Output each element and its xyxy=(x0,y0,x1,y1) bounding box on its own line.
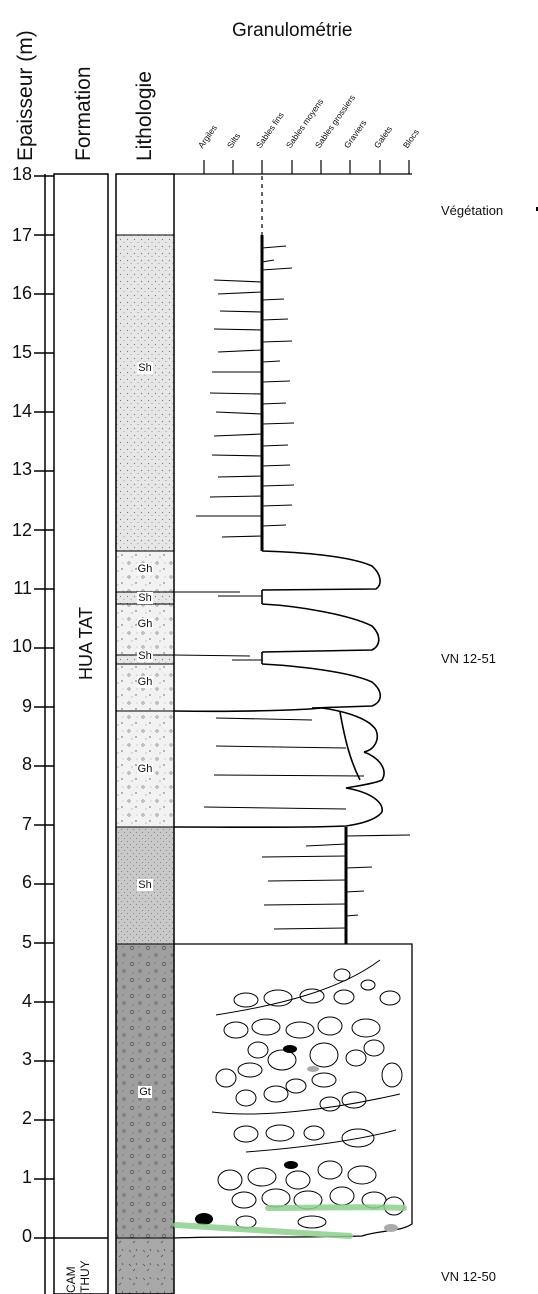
depth-label-15: 15 xyxy=(11,342,32,362)
depth-label-6: 6 xyxy=(21,872,32,892)
lithology-label-sh-mid: Sh xyxy=(137,879,153,891)
depth-label-3: 3 xyxy=(21,1049,32,1069)
lithology-label-gt: Gt xyxy=(138,1086,152,1098)
formation-label-hua-tat: HUA TAT xyxy=(76,606,96,680)
annotation-sample-vn-12-51: VN 12-51 xyxy=(441,651,496,666)
depth-label-14: 14 xyxy=(11,401,32,421)
depth-label-10: 10 xyxy=(11,636,32,656)
depth-label-11: 11 xyxy=(13,578,32,598)
depth-label-13: 13 xyxy=(11,459,32,479)
depth-label-12: 12 xyxy=(11,520,32,540)
lithology-label-sh-4: Sh xyxy=(137,650,153,662)
annotation-vegetation: Végétation xyxy=(441,203,504,218)
formation-label-thuy: THUY xyxy=(78,1260,92,1293)
depth-label-16: 16 xyxy=(11,283,32,303)
depth-label-7: 7 xyxy=(21,814,32,834)
lithology-label-gh-1: Gh xyxy=(136,563,154,575)
depth-label-18: 18 xyxy=(11,164,32,184)
depth-label-5: 5 xyxy=(21,932,32,952)
lithology-label-sh-2: Sh xyxy=(137,592,153,604)
lithology-label-gh-6: Gh xyxy=(136,763,154,775)
depth-label-2: 2 xyxy=(21,1108,32,1128)
annotation-sample-vn-12-50: VN 12-50 xyxy=(441,1269,496,1284)
depth-label-8: 8 xyxy=(21,754,32,774)
lithology-label-gh-5: Gh xyxy=(136,676,154,688)
formation-label-cam: CAM xyxy=(64,1266,78,1293)
depth-label-1: 1 xyxy=(21,1167,32,1187)
lithology-label-gh-3: Gh xyxy=(136,618,154,630)
lithology-label-sh-upper: Sh xyxy=(137,362,153,374)
depth-label-17: 17 xyxy=(11,225,32,245)
depth-label-0: 0 xyxy=(21,1226,32,1246)
depth-label-9: 9 xyxy=(21,696,32,716)
grain-size-header: Granulométrie xyxy=(232,20,353,41)
depth-label-4: 4 xyxy=(21,991,32,1011)
